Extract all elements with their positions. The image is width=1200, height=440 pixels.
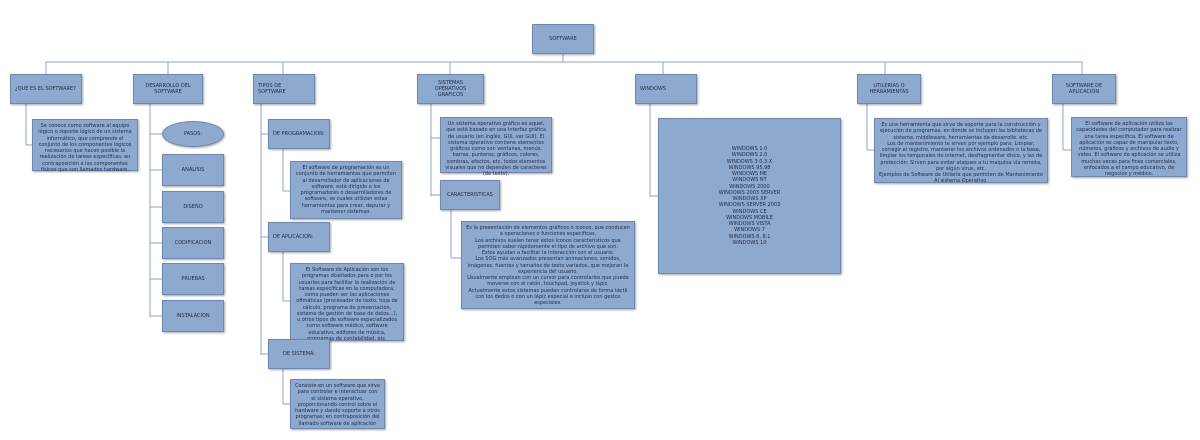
node-tipo-aplicacion: DE APLICACION: <box>268 222 330 252</box>
node-caracteristicas: CARACTERISTICAS <box>440 180 500 210</box>
node-software-aplicacion-description: El software de aplicación utiliza las ca… <box>1071 117 1187 177</box>
node-sistemas-operativos-description: Un sistema operativo gráfico es aquel, q… <box>440 117 552 177</box>
node-utilerias-description: Es una herramienta que sirve de soporte … <box>874 118 1048 184</box>
node-paso-analisis: ANALISIS <box>162 154 224 186</box>
node-paso-instalacion: INSTALACION <box>162 300 224 332</box>
node-windows-versions-list: WINDOWS 1.0 WINDOWS 2.0 WINDOWS 3.0,3.X … <box>658 118 841 274</box>
node-tipo-sistema: DE SISTEMA: <box>268 339 330 369</box>
root-node-software: SOFTWARE <box>532 24 594 54</box>
node-software-aplicacion: SOFTWARE DE APLICACION <box>1052 74 1116 104</box>
node-sistemas-operativos-graficos: SISTEMAS OPERATIVOS GRAFICOS <box>417 74 484 104</box>
node-paso-codificacion: CODIFICACION <box>162 227 224 259</box>
node-paso-pruebas: PRUEBAS <box>162 263 224 295</box>
node-sistema-description: Consiste en un software que sirve para c… <box>290 379 385 429</box>
node-utilerias-herramientas: UTILERIAS O HERRAMIENTAS <box>857 74 921 104</box>
node-programacion-description: El software de programación es un conjun… <box>290 161 402 219</box>
node-pasos: PASOS: <box>162 121 224 147</box>
node-tipo-programacion: DE PROGRAMACION: <box>268 119 330 149</box>
node-caracteristicas-description: Es la presentación de elementos gráficos… <box>461 221 635 309</box>
node-que-es-software: ¿QUE ES EL SOFTWARE? <box>10 74 82 104</box>
node-aplicacion-description: El Software de Aplicación son los progra… <box>290 263 404 342</box>
node-windows: WINDOWS <box>635 74 697 104</box>
node-desarrollo-software: DESARROLLO DEL SOFTWARE <box>133 74 203 104</box>
node-paso-diseno: DISEÑO <box>162 191 224 223</box>
node-que-es-software-description: Se conoce como software al equipo lógico… <box>32 119 138 173</box>
node-tipos-software: TIPOS DE SOFTWARE <box>253 74 315 104</box>
